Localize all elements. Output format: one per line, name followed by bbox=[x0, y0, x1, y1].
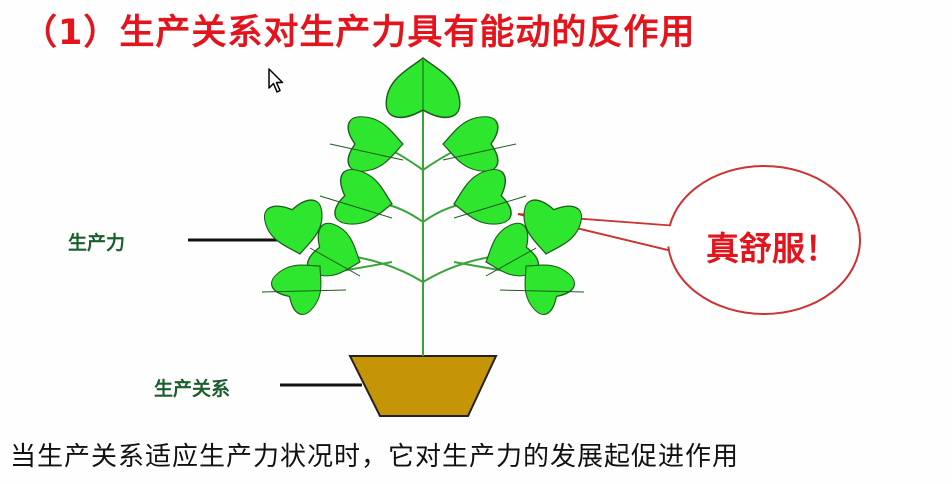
plant-stem bbox=[309, 100, 537, 356]
flower-pot bbox=[348, 355, 498, 417]
productive-forces-label: 生产力 bbox=[68, 232, 126, 254]
slide-title: （1）生产关系对生产力具有能动的反作用 bbox=[22, 13, 696, 53]
relations-of-production-label: 生产关系 bbox=[154, 378, 231, 400]
speech-bubble-text: 真舒服！ bbox=[706, 229, 838, 268]
slide-caption: 当生产关系适应生产力状况时，它对生产力的发展起促进作用 bbox=[10, 442, 740, 472]
mouse-pointer-icon bbox=[268, 68, 284, 93]
leaf-veins bbox=[261, 60, 585, 293]
